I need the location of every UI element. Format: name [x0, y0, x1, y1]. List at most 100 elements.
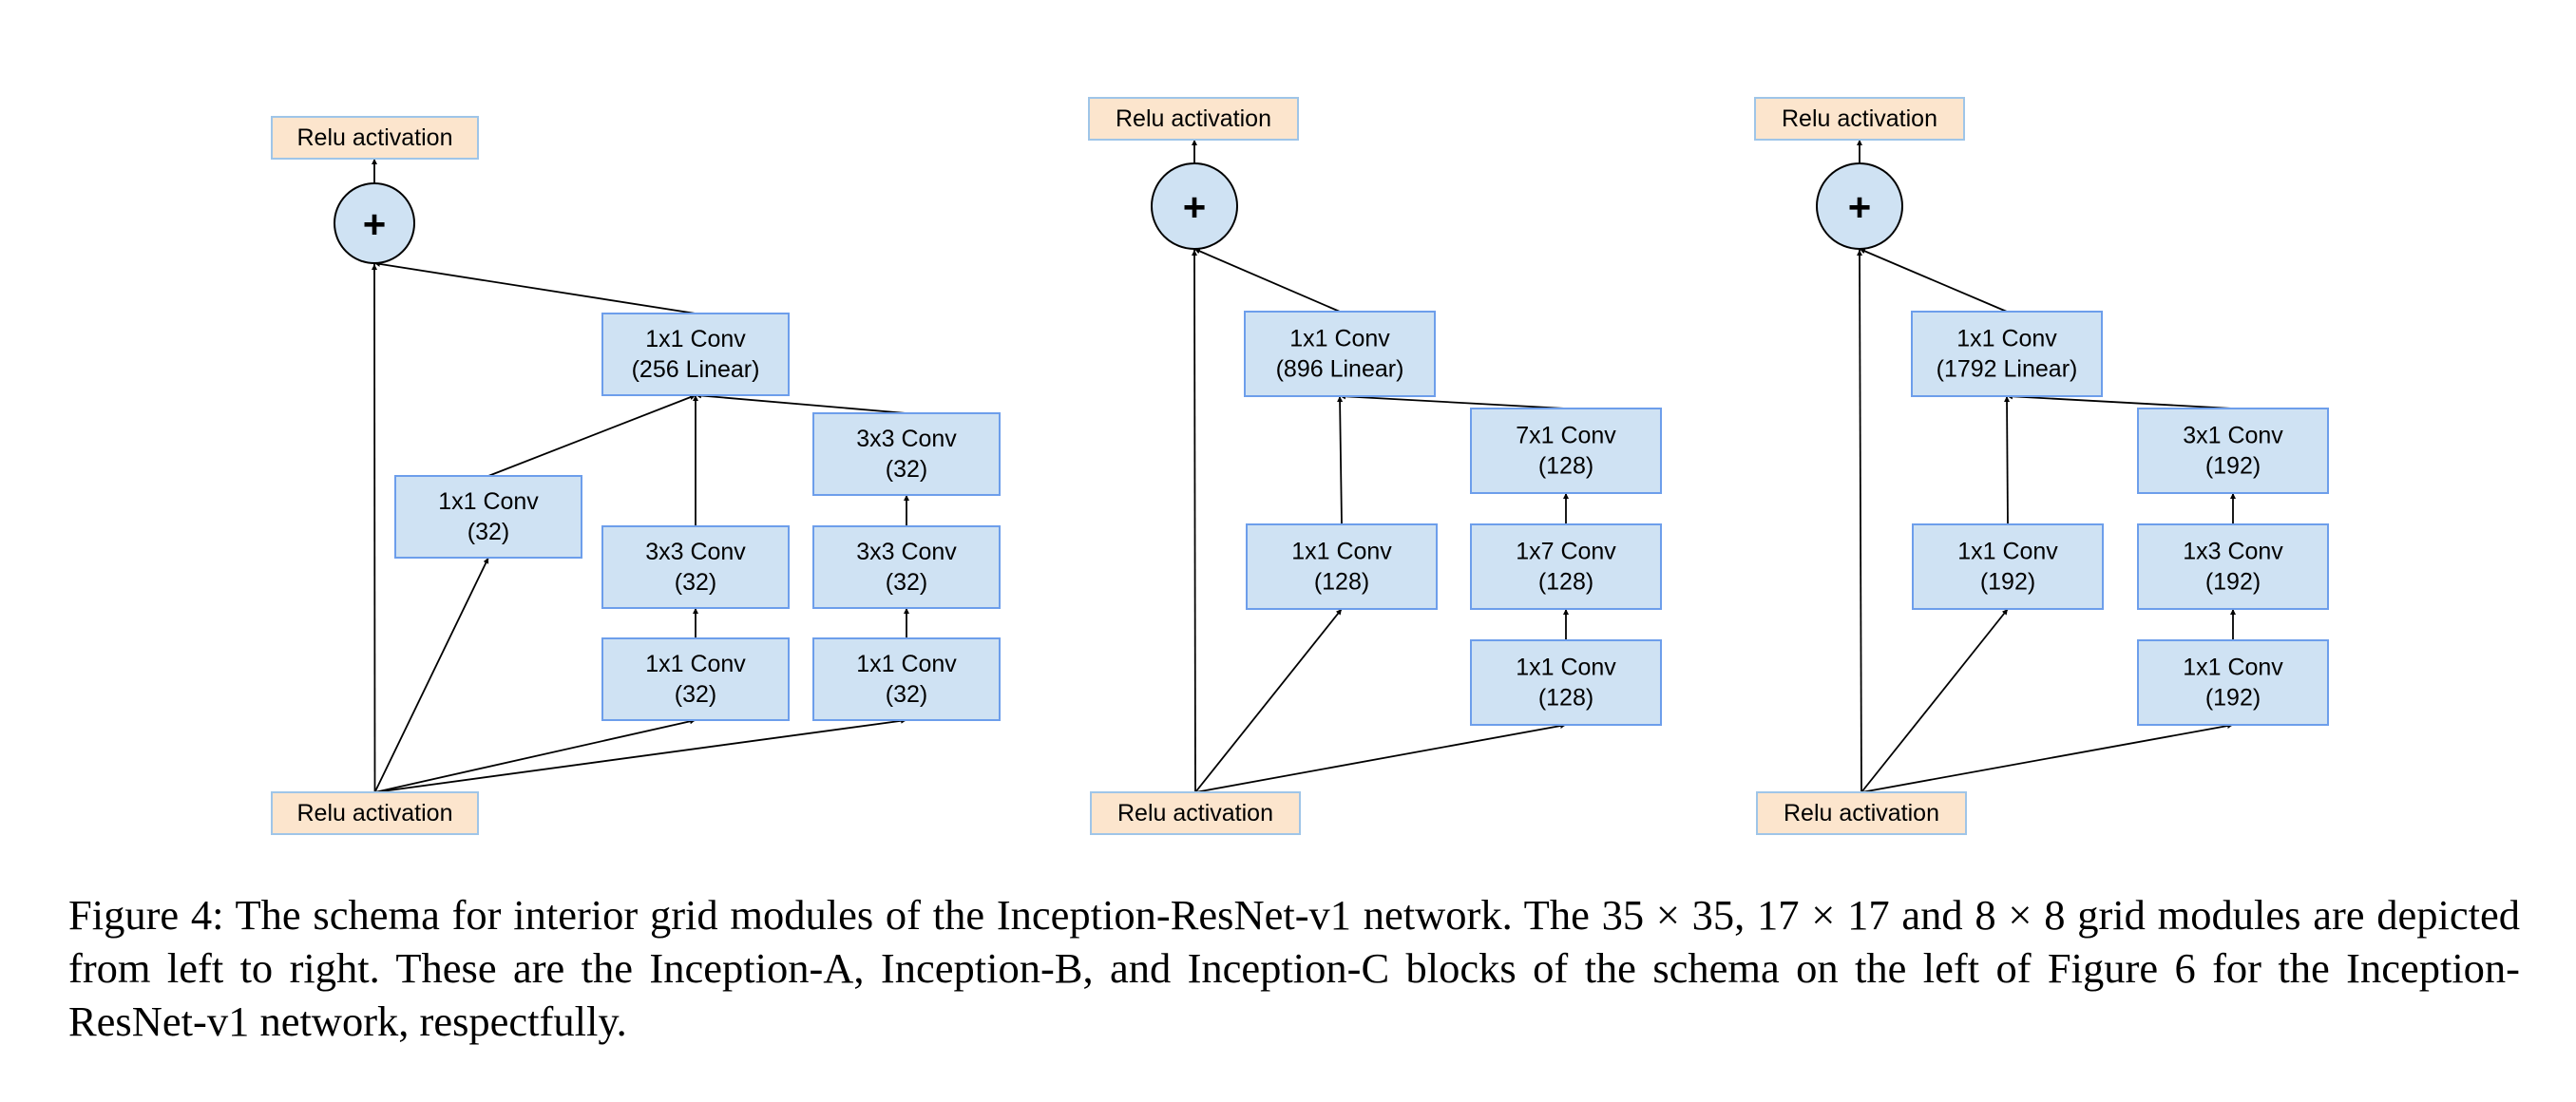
module-c-branch-0-to-linear-edge: [2004, 395, 2011, 525]
module-b-input-to-branch-1-edge: [1194, 723, 1567, 793]
module-b-input-relu: Relu activation: [1090, 791, 1301, 835]
module-b-linear-conv-box: [1244, 311, 1436, 397]
module-c-branch-1-conv-2-box: [2137, 408, 2329, 494]
module-a-branch-1-conv-0-box: [601, 637, 790, 721]
module-a-input-relu-label: Relu activation: [297, 800, 453, 826]
module-b-branch-0-conv-0-label: 1x1 Conv: [1291, 539, 1392, 565]
nodes-layer: 1x1 Conv (32) 1x1 Conv (32) 3x3 Conv (32) 1x1 …: [271, 97, 2329, 835]
module-c-branch-1-conv-1-box: [2137, 523, 2329, 610]
module-a-branch-0-conv-0-box: [394, 475, 582, 559]
module-b-branch-1-conv-2-label: (128): [1538, 453, 1593, 480]
module-b-input-relu-label: Relu activation: [1117, 800, 1273, 826]
module-a-plus-icon: +: [363, 202, 387, 247]
module-c-add-circle: [1816, 162, 1903, 250]
module-a-branch-2-conv-2: 3x3 Conv (32): [812, 412, 1001, 496]
module-b-branch-1-conv-0-label: (128): [1538, 685, 1593, 712]
module-b-residual-edge: [1192, 249, 1198, 793]
module-a-branch-2-conv-1-label: 3x3 Conv: [856, 539, 957, 565]
module-a-input-relu-box: [271, 791, 479, 835]
module-c-input-relu: Relu activation: [1756, 791, 1967, 835]
module-a-branch-2-conv-2-label: 3x3 Conv: [856, 426, 957, 452]
module-b-branch-1-conv-2-label: 7x1 Conv: [1516, 423, 1616, 449]
module-a-linear-to-add-edge: [373, 260, 696, 314]
module-c-branch-1-conv-0: 1x1 Conv (192): [2137, 639, 2329, 726]
module-c-branch-1-conv-1: 1x3 Conv(192): [2137, 523, 2329, 610]
module-a-branch-2-conv-2-label: (32): [886, 456, 927, 483]
module-b-branch-0-conv-0-label: (128): [1314, 569, 1369, 596]
module-b-output-relu: Relu activation: [1088, 97, 1299, 141]
module-a-branch-1-conv-0: 1x1 Conv(32): [601, 637, 790, 721]
module-c-branch-1-conv-2-label: (192): [2205, 453, 2261, 480]
module-a-branch-1-conv-1-label: 3x3 Conv: [645, 539, 746, 565]
module-c-residual-edge: [1857, 249, 1863, 793]
module-c-input-to-branch-1-edge: [1860, 723, 2234, 793]
module-c-branch-1-conv-1-label: (192): [2205, 569, 2261, 596]
module-c-linear-conv-label: (1792 Linear): [1937, 356, 2078, 383]
module-a-branch-0-conv-0-label: (32): [467, 519, 509, 545]
module-a-output-relu: Relu activation: [271, 116, 479, 160]
module-b-add-node: +: [1151, 162, 1238, 250]
module-c-add-node: +: [1816, 162, 1903, 250]
module-a-input-relu: Relu activation: [271, 791, 479, 835]
module-a-add-circle: [334, 182, 415, 264]
module-a-branch-2-conv-2-box: [812, 412, 1001, 496]
edges-layer: [372, 140, 2236, 793]
module-b-input-relu-box: [1090, 791, 1301, 835]
module-c-input-to-branch-0-edge: [1860, 608, 2009, 793]
module-a-linear-conv-box: [601, 313, 790, 396]
module-a-branch-0-conv-0: 1x1 Conv (32): [394, 475, 582, 559]
module-b-branch-1-conv-1-box: [1470, 523, 1662, 610]
module-b-branch-1-to-linear-edge: [1339, 393, 1567, 409]
module-c-branch-0-conv-0-label: (192): [1980, 569, 2035, 596]
module-c-output-relu: Relu activation: [1754, 97, 1965, 141]
module-b-linear-conv: 1x1 Conv (896 Linear): [1244, 311, 1436, 397]
module-b-output-relu-box: [1088, 97, 1299, 141]
module-c-output-relu-label: Relu activation: [1782, 105, 1937, 132]
module-a-branch-2-conv-1-box: [812, 525, 1001, 609]
module-a-linear-conv-label: 1x1 Conv: [645, 326, 746, 352]
module-b-branch-1-conv-0: 1x1 Conv(128): [1470, 639, 1662, 726]
inception-resnet-diagram: 1x1 Conv (32) 1x1 Conv (32) 3x3 Conv (32) 1x1 …: [271, 97, 2329, 835]
figure-caption: Figure 4: The schema for interior grid m…: [68, 891, 2520, 1045]
module-b-branch-1-conv-1: 1x7 Conv(128): [1470, 523, 1662, 610]
module-a-branch-1-conv-1-label: (32): [675, 569, 716, 596]
module-b-branch-1-conv-0-box: [1470, 639, 1662, 726]
module-c-branch-0-conv-0: 1x1 Conv (192): [1912, 523, 2104, 610]
module-c-branch-0-conv-0-label: 1x1 Conv: [1957, 539, 2058, 565]
module-b-add-circle: [1151, 162, 1238, 250]
module-a-branch-0-conv-0-label: 1x1 Conv: [438, 488, 539, 515]
module-c-input-relu-label: Relu activation: [1784, 800, 1939, 826]
module-a-input-to-branch-1-edge: [374, 718, 696, 793]
module-c-linear-conv-box: [1911, 311, 2103, 397]
module-a-branch-2-conv-1: 3x3 Conv(32): [812, 525, 1001, 609]
module-b-linear-to-add-edge: [1193, 248, 1341, 313]
module-a-input-to-branch-0-edge: [373, 557, 489, 793]
module-a-input-to-branch-2-edge: [374, 717, 907, 793]
module-a-linear-conv-label: (256 Linear): [632, 356, 760, 383]
module-b-linear-conv-label: (896 Linear): [1276, 356, 1404, 383]
module-c-input-relu-box: [1756, 791, 1967, 835]
module-b-output-relu-label: Relu activation: [1116, 105, 1271, 132]
module-b-branch-1-conv-1-label: (128): [1538, 569, 1593, 596]
module-a-add-node: +: [334, 182, 415, 264]
module-a-branch-1-conv-0-label: (32): [675, 681, 716, 708]
module-c-branch-1-conv-0-box: [2137, 639, 2329, 726]
module-a-residual-edge: [372, 263, 378, 793]
module-b-branch-1-conv-2: 7x1 Conv (128): [1470, 408, 1662, 494]
module-c-branch-1-conv-2-label: 3x1 Conv: [2183, 423, 2283, 449]
module-a-branch-2-conv-0-label: (32): [886, 681, 927, 708]
module-c-linear-to-add-edge: [1859, 248, 2008, 313]
module-b-input-to-branch-0-edge: [1194, 608, 1343, 793]
module-a-output-relu-label: Relu activation: [297, 124, 453, 151]
module-b-branch-0-to-linear-edge: [1337, 395, 1344, 525]
module-b-branch-0-conv-0-box: [1246, 523, 1438, 610]
module-a-branch-2-conv-0-box: [812, 637, 1001, 721]
module-b-plus-icon: +: [1183, 185, 1207, 230]
module-c-branch-1-conv-0-label: 1x1 Conv: [2183, 655, 2283, 681]
module-b-linear-conv-label: 1x1 Conv: [1289, 326, 1390, 352]
module-b-branch-0-conv-0: 1x1 Conv (128): [1246, 523, 1438, 610]
module-a-branch-2-to-linear-edge: [695, 392, 907, 414]
module-c-branch-1-to-linear-edge: [2006, 393, 2234, 409]
module-c-branch-1-conv-0-label: (192): [2205, 685, 2261, 712]
module-a-branch-2-conv-0-label: 1x1 Conv: [856, 651, 957, 677]
